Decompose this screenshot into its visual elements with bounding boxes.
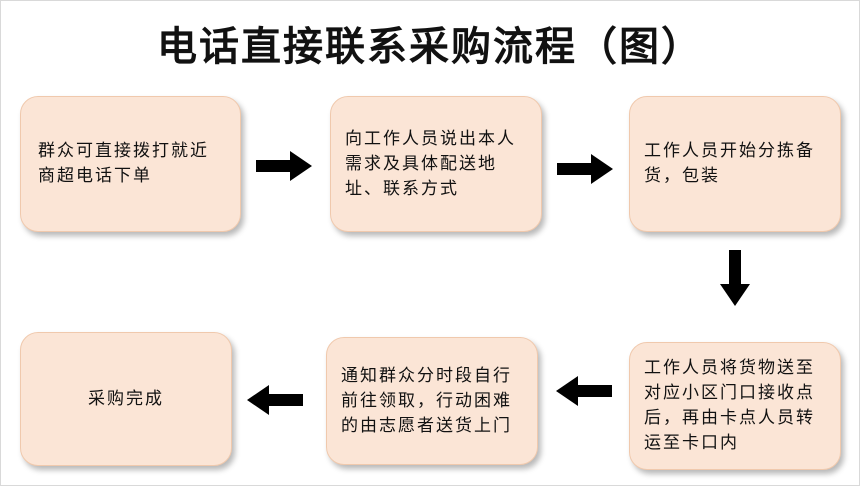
- arrow-right-icon: [557, 154, 613, 184]
- step-3-box: 工作人员开始分拣备货，包装: [629, 96, 841, 232]
- step-2-box: 向工作人员说出本人需求及具体配送地址、联系方式: [330, 96, 542, 232]
- step-3-text: 工作人员开始分拣备货，包装: [644, 141, 815, 186]
- step-1-text: 群众可直接拨打就近商超电话下单: [38, 141, 209, 186]
- step-5-box: 通知群众分时段自行前往领取，行动困难的由志愿者送货上门: [326, 337, 538, 465]
- step-1-box: 群众可直接拨打就近商超电话下单: [20, 96, 241, 232]
- step-6-text: 采购完成: [88, 388, 164, 409]
- arrow-left-icon: [556, 376, 612, 406]
- diagram-title: 电话直接联系采购流程（图）: [157, 24, 703, 70]
- arrow-left-icon: [247, 385, 303, 415]
- step-5-text: 通知群众分时段自行前往领取，行动困难的由志愿者送货上门: [341, 365, 512, 436]
- step-6-box: 采购完成: [20, 332, 232, 466]
- arrow-down-icon: [720, 250, 750, 306]
- step-4-text: 工作人员将货物送至对应小区门口接收点后，再由卡点人员转运至卡口内: [644, 358, 815, 453]
- step-2-text: 向工作人员说出本人需求及具体配送地址、联系方式: [345, 128, 516, 199]
- step-4-box: 工作人员将货物送至对应小区门口接收点后，再由卡点人员转运至卡口内: [629, 342, 841, 470]
- arrow-right-icon: [256, 151, 312, 181]
